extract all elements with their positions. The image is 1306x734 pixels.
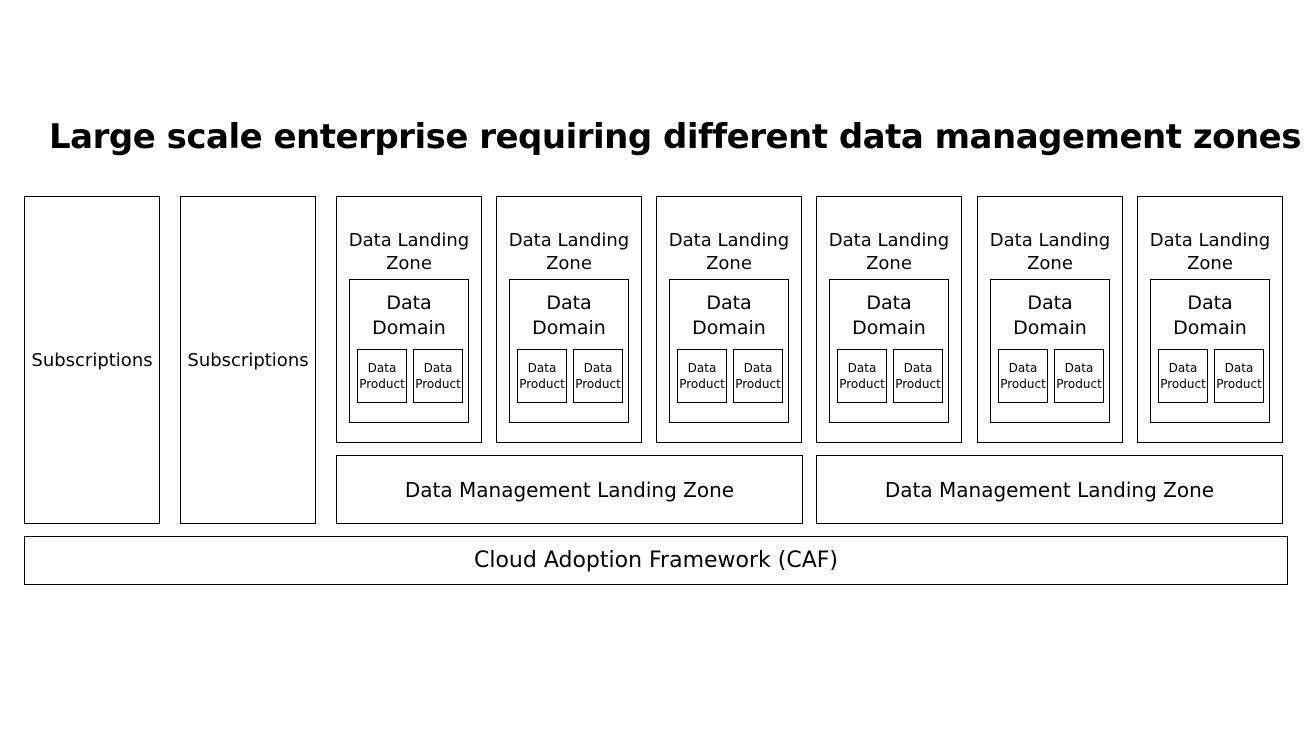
subscriptions-box: Subscriptions: [24, 196, 160, 524]
data-management-landing-zone-label: Data Management Landing Zone: [884, 477, 1215, 502]
data-management-landing-zone-label: Data Management Landing Zone: [404, 477, 735, 502]
subscriptions-label: Subscriptions: [31, 349, 153, 371]
data-management-landing-zone: Data Management Landing Zone: [336, 455, 803, 524]
data-management-landing-zone: Data Management Landing Zone: [816, 455, 1283, 524]
subscriptions-box: Subscriptions: [180, 196, 316, 524]
diagram-title: Large scale enterprise requiring differe…: [49, 117, 1301, 157]
cloud-adoption-framework-label: Cloud Adoption Framework (CAF): [473, 548, 839, 573]
subscriptions-label: Subscriptions: [187, 349, 309, 371]
cloud-adoption-framework-box: Cloud Adoption Framework (CAF): [24, 536, 1288, 585]
